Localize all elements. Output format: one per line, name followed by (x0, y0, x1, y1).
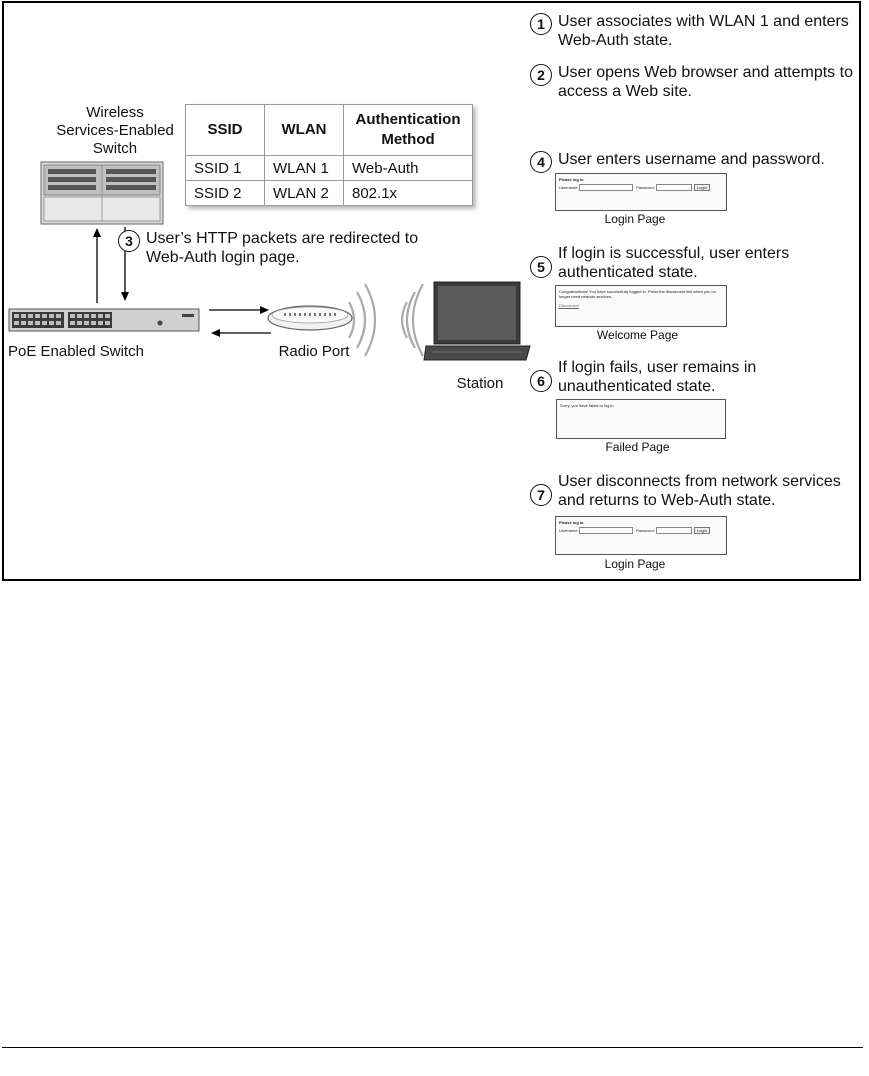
radio-arrows (209, 306, 271, 337)
radio-port-label: Radio Port (278, 343, 350, 360)
station-label: Station (456, 375, 504, 392)
table-header-row: SSID WLAN Authentication Method (185, 104, 473, 156)
failed-page-caption: Failed Page (605, 440, 670, 454)
password-label: Password: (636, 528, 655, 533)
password-field (656, 184, 692, 191)
wireless-switch-icon (40, 161, 164, 225)
username-label: Username: (559, 185, 579, 190)
poe-switch-icon (8, 308, 200, 332)
login-title: Please log in (559, 177, 584, 182)
table-header: SSID (185, 104, 265, 156)
disconnect-link: Disconnect (559, 303, 579, 308)
step-number: 5 (530, 256, 552, 278)
welcome-page-thumbnail: Congratulations! You have successfully l… (555, 285, 727, 327)
wireless-switch-label: Wireless Services-Enabled Switch (56, 104, 174, 157)
login-page-thumbnail: Please log in Username: Password: Login (555, 173, 727, 211)
table-cell: SSID 1 (185, 155, 265, 181)
username-label: Username: (559, 528, 579, 533)
table-row: SSID 2 WLAN 2 802.1x (185, 180, 473, 206)
diagram-frame (2, 1, 861, 581)
laptop-icon (423, 281, 531, 361)
table-header: WLAN (264, 104, 344, 156)
poe-switch-label: PoE Enabled Switch (8, 343, 144, 360)
login-button: Login (694, 527, 710, 534)
table-cell: 802.1x (343, 180, 473, 206)
username-field (579, 184, 633, 191)
step-text: User enters username and password. (558, 151, 825, 168)
radio-port-icon (267, 305, 353, 331)
step-text: If login is successful, user enters auth… (558, 245, 790, 281)
step-3: 3 User’s HTTP packets are redirected to … (118, 229, 448, 269)
login-title: Please log in (559, 520, 584, 525)
password-field (656, 527, 692, 534)
login-page-thumbnail: Please log in Username: Password: Login (555, 516, 727, 555)
step-2: 2 User opens Web browser and attempts to… (530, 63, 860, 103)
step-text: User disconnects from network services a… (558, 473, 841, 509)
password-label: Password: (636, 185, 655, 190)
radio-waves-icon (348, 283, 424, 357)
step-7: 7 User disconnects from network services… (530, 472, 860, 512)
footer-rule (2, 1047, 863, 1048)
table-header: Authentication Method (343, 104, 473, 156)
table-row: SSID 1 WLAN 1 Web-Auth (185, 155, 473, 181)
step-6: 6 If login fails, user remains in unauth… (530, 358, 860, 398)
failed-page-thumbnail: Sorry, you have failed to log in. (556, 399, 726, 439)
login-button: Login (694, 184, 710, 191)
welcome-page-caption: Welcome Page (596, 328, 679, 342)
auth-table: SSID WLAN Authentication Method SSID 1 W… (185, 104, 473, 206)
login-page-caption: Login Page (604, 212, 666, 226)
step-number: 7 (530, 484, 552, 506)
step-number: 1 (530, 13, 552, 35)
login-page-caption: Login Page (604, 557, 666, 571)
step-5: 5 If login is successful, user enters au… (530, 244, 860, 284)
step-number: 6 (530, 370, 552, 392)
username-field (579, 527, 633, 534)
step-number: 3 (118, 230, 140, 252)
step-number: 4 (530, 151, 552, 173)
step-text: User’s HTTP packets are redirected to We… (146, 230, 419, 266)
step-text: User associates with WLAN 1 and enters W… (558, 13, 849, 49)
welcome-text: Congratulations! You have successfully l… (559, 289, 716, 299)
step-text: User opens Web browser and attempts to a… (558, 64, 853, 100)
step-text: If login fails, user remains in unauthen… (558, 359, 757, 395)
table-cell: WLAN 2 (264, 180, 344, 206)
step-4: 4 User enters username and password. (530, 150, 860, 173)
table-cell: Web-Auth (343, 155, 473, 181)
table-cell: WLAN 1 (264, 155, 344, 181)
step-number: 2 (530, 64, 552, 86)
failed-text: Sorry, you have failed to log in. (560, 403, 615, 408)
table-cell: SSID 2 (185, 180, 265, 206)
step-1: 1 User associates with WLAN 1 and enters… (530, 12, 860, 52)
auth-table-wrap: SSID WLAN Authentication Method SSID 1 W… (185, 104, 473, 206)
